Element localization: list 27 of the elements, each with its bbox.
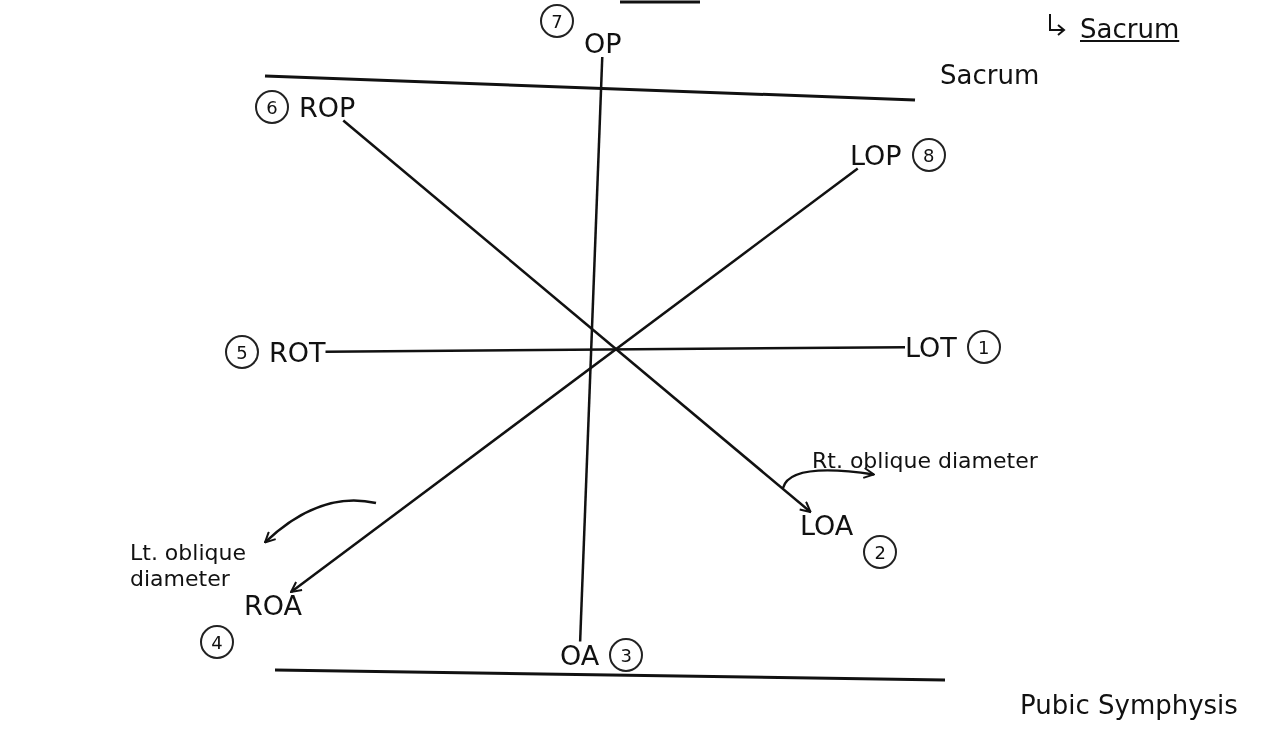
position-label: LOT <box>905 331 957 363</box>
position-label: ROA <box>244 590 302 621</box>
position-label: OA <box>560 639 600 671</box>
circled-number: 5 <box>225 335 259 369</box>
position-label: LOP <box>850 139 902 171</box>
circled-number: 2 <box>863 535 898 569</box>
circled-number: 7 <box>540 4 574 38</box>
diameter-line <box>578 56 604 642</box>
position-label: LOA <box>800 510 854 541</box>
diameter-arrow <box>290 167 859 593</box>
circled-number: 1 <box>966 330 1001 364</box>
region-label: Sacrum <box>1080 14 1180 44</box>
circled-number: 6 <box>255 90 289 124</box>
region-label: Sacrum <box>940 60 1040 90</box>
circled-number: 8 <box>911 138 946 172</box>
position-label: ROP <box>299 91 356 123</box>
diameter-line <box>325 345 905 354</box>
region-label: Pubic Symphysis <box>1020 690 1238 720</box>
diameter-arrow <box>342 119 812 513</box>
annotation-text: Lt. oblique diameter <box>130 540 247 593</box>
leader-arrow <box>781 467 875 489</box>
leader-arrow <box>264 499 377 544</box>
annotation-text: Rt. oblique diameter <box>812 448 1039 475</box>
circled-number: 4 <box>200 625 234 659</box>
position-label: ROT <box>269 336 326 368</box>
position-label: OP <box>584 28 622 59</box>
circled-number: 3 <box>609 638 644 672</box>
